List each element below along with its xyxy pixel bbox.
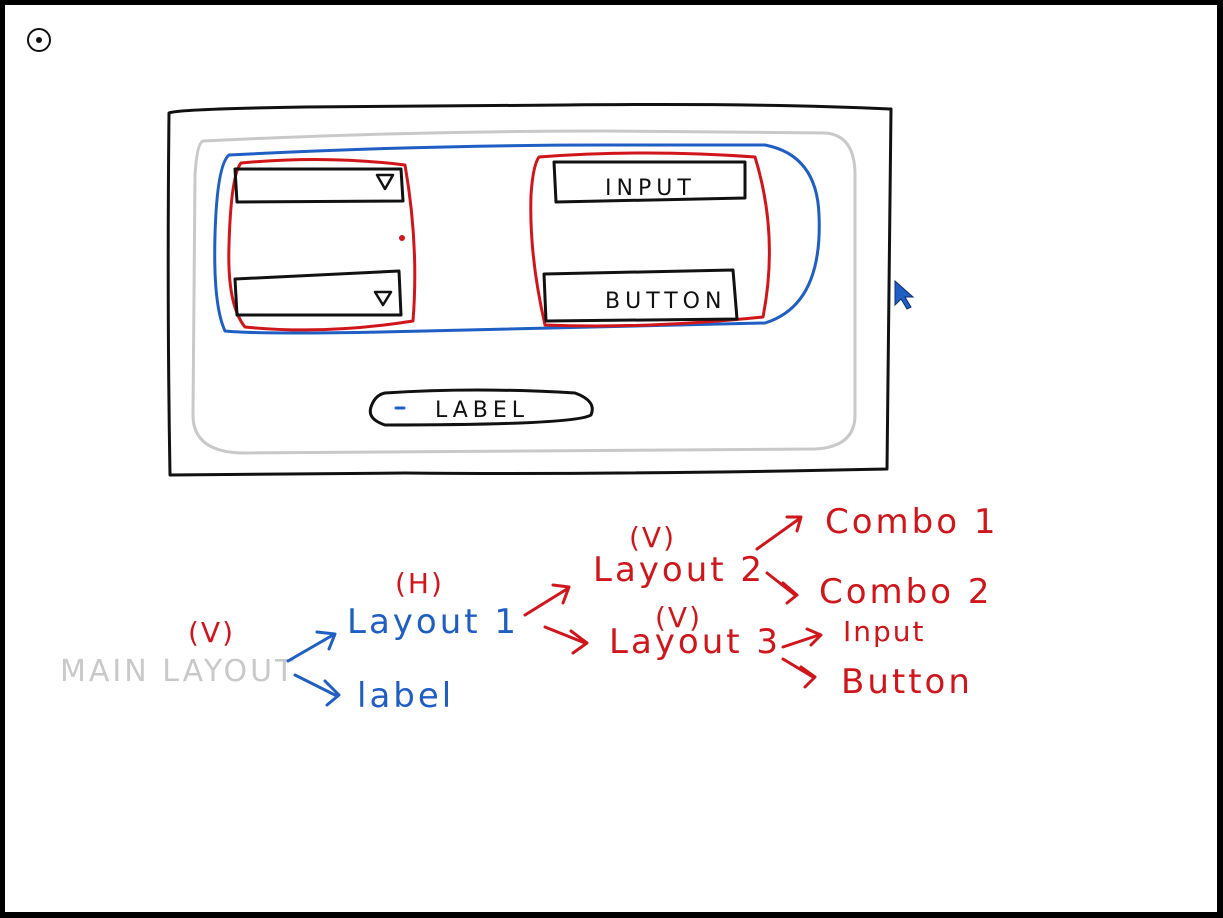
sketch-diagram: INPUT BUTTON LABEL (V) MAIN LAYOUT (H) L…	[27, 28, 999, 716]
layout2-outline	[227, 157, 417, 332]
layout2-node: Layout 2	[593, 550, 765, 590]
arrow-layout2-to-combo1	[755, 515, 803, 551]
combo2-node: Combo 2	[819, 572, 993, 612]
arrow-layout3-to-button	[781, 657, 817, 689]
main-layout-node: MAIN LAYOUT	[60, 654, 296, 689]
cursor-icon	[894, 279, 915, 310]
input-node: Input	[843, 615, 926, 648]
layout2-orientation: (V)	[629, 521, 676, 554]
input-widget-label: INPUT	[605, 176, 696, 201]
arrow-main-to-layout1	[286, 630, 337, 663]
combo2-widget[interactable]	[233, 269, 403, 317]
input-widget[interactable]: INPUT	[552, 160, 747, 204]
window-frame	[166, 103, 893, 477]
whiteboard-canvas: INPUT BUTTON LABEL (V) MAIN LAYOUT (H) L…	[5, 5, 1217, 912]
layout1-orientation: (H)	[395, 567, 444, 600]
button-node: Button	[841, 662, 973, 702]
main-layout-outline	[191, 129, 857, 455]
button-widget-label: BUTTON	[605, 289, 726, 314]
dropdown-arrow-icon	[373, 290, 393, 307]
arrow-layout2-to-combo2	[765, 571, 799, 605]
record-icon[interactable]	[27, 28, 51, 52]
dropdown-arrow-icon	[375, 173, 395, 191]
main-orientation: (V)	[188, 616, 235, 649]
arrow-layout1-to-layout2	[523, 583, 571, 617]
layout3-orientation: (V)	[655, 601, 702, 634]
arrow-layout1-to-layout3	[543, 625, 589, 655]
layout1-outline	[213, 143, 821, 335]
layout3-node: Layout 3	[609, 622, 781, 662]
button-widget[interactable]: BUTTON	[542, 268, 739, 323]
layout1-node: Layout 1	[347, 602, 519, 642]
arrow-main-to-label	[293, 673, 341, 707]
arrow-layout3-to-input	[781, 627, 823, 649]
red-dot	[399, 235, 405, 241]
label-widget-text: LABEL	[435, 398, 529, 423]
combo1-widget[interactable]	[233, 167, 405, 204]
label-widget: LABEL	[368, 388, 594, 427]
layout3-outline	[529, 151, 771, 328]
combo1-node: Combo 1	[825, 502, 999, 542]
label-node: label	[357, 676, 454, 716]
